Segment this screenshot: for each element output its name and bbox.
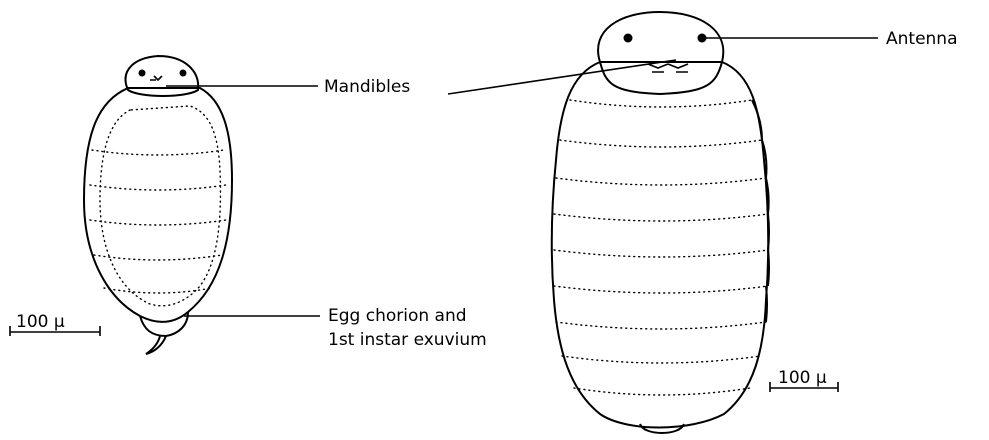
large-larva-body <box>552 62 768 428</box>
scale-bar-left: 100 µ <box>10 312 100 336</box>
large-larva-tail <box>640 424 684 433</box>
small-larva-eye-left <box>139 70 146 77</box>
mandibles-leader-right <box>448 60 676 94</box>
large-larva-mandibles <box>648 64 688 72</box>
small-larva-segments <box>90 150 226 293</box>
egg-chorion-label-line1: Egg chorion and <box>328 306 467 326</box>
egg-chorion-label-line2: 1st instar exuvium <box>328 330 487 350</box>
large-larva-segments <box>554 100 768 395</box>
large-larva-eye-left <box>624 34 633 43</box>
scale-bar-right-label: 100 µ <box>778 368 827 388</box>
small-larva <box>84 56 232 354</box>
annotations: Mandibles Antenna Egg chorion and 1st in… <box>166 29 958 350</box>
small-larva-exuvium-tail <box>146 336 166 354</box>
small-larva-eye-right <box>180 70 187 77</box>
small-larva-mandibles <box>150 76 162 80</box>
small-larva-exuvium <box>140 312 188 336</box>
small-larva-inner-outline <box>100 106 220 306</box>
antenna-label: Antenna <box>886 29 958 49</box>
scale-bar-right: 100 µ <box>770 368 838 392</box>
scale-bar-left-label: 100 µ <box>16 312 65 332</box>
mandibles-label: Mandibles <box>324 77 410 97</box>
large-larva-head <box>598 12 723 94</box>
large-larva <box>552 12 769 433</box>
